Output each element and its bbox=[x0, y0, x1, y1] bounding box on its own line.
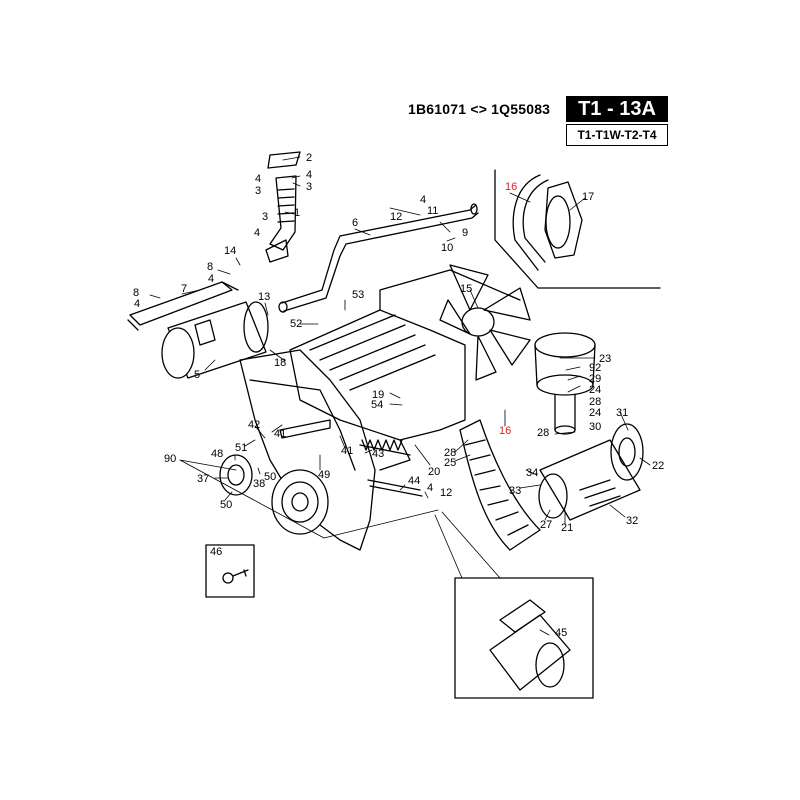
air-filter bbox=[534, 332, 596, 435]
callout-23: 23 bbox=[599, 353, 611, 365]
callout-4: 4 bbox=[254, 227, 260, 239]
callout-33: 33 bbox=[509, 485, 521, 497]
callout-11: 11 bbox=[427, 205, 438, 217]
callout-4: 4 bbox=[208, 273, 214, 285]
tensioner-parts bbox=[279, 419, 423, 497]
callout-16: 16 bbox=[505, 181, 517, 193]
intake-hose bbox=[459, 419, 541, 551]
callout-31: 31 bbox=[616, 407, 628, 419]
callout-15: 15 bbox=[460, 283, 472, 295]
callout-8: 8 bbox=[207, 261, 213, 273]
callout-45: 45 bbox=[555, 627, 567, 639]
callout-37: 37 bbox=[197, 473, 209, 485]
callout-3: 3 bbox=[255, 185, 261, 197]
callout-12: 12 bbox=[440, 487, 452, 499]
callout-30: 30 bbox=[589, 421, 601, 433]
callout-54: 54 bbox=[371, 399, 383, 411]
callout-4: 4 bbox=[427, 482, 433, 494]
cooling-fan bbox=[439, 264, 531, 381]
callout-38: 38 bbox=[253, 478, 265, 490]
muffler bbox=[161, 301, 269, 379]
callout-22: 22 bbox=[652, 460, 664, 472]
callout-20: 20 bbox=[428, 466, 440, 478]
callout-49: 49 bbox=[318, 469, 330, 481]
crank-pulleys bbox=[219, 454, 329, 535]
callout-21: 21 bbox=[561, 522, 573, 534]
callout-90: 90 bbox=[164, 453, 176, 465]
callout-3: 3 bbox=[306, 181, 312, 193]
callout-53: 53 bbox=[352, 289, 364, 301]
callout-4: 4 bbox=[420, 194, 426, 206]
pre-cleaner bbox=[538, 423, 644, 521]
callout-8: 8 bbox=[133, 287, 139, 299]
callout-41: 41 bbox=[341, 445, 353, 457]
callout-46: 46 bbox=[210, 546, 222, 558]
callout-17: 17 bbox=[582, 191, 594, 203]
callout-1: 1 bbox=[294, 207, 300, 219]
callout-43: 43 bbox=[372, 448, 384, 460]
serial-range: 1B61071 <> 1Q55083 bbox=[408, 101, 551, 117]
callout-10: 10 bbox=[441, 242, 453, 254]
callout-25: 25 bbox=[444, 457, 456, 469]
callout-16: 16 bbox=[499, 425, 511, 437]
callout-14: 14 bbox=[224, 245, 236, 257]
callout-24: 24 bbox=[589, 384, 601, 396]
callout-28: 28 bbox=[444, 447, 456, 459]
callout-52: 52 bbox=[290, 318, 302, 330]
callout-4: 4 bbox=[134, 298, 140, 310]
callout-4: 4 bbox=[255, 173, 261, 185]
callout-27: 27 bbox=[540, 519, 552, 531]
exhaust-elbow-pipe bbox=[265, 151, 301, 263]
page-code-badge: T1 - 13A bbox=[566, 96, 668, 122]
callout-3: 3 bbox=[262, 211, 268, 223]
callout-50: 50 bbox=[220, 499, 232, 511]
callout-18: 18 bbox=[274, 357, 286, 369]
model-list: T1-T1W-T2-T4 bbox=[566, 124, 668, 146]
callout-9: 9 bbox=[462, 227, 468, 239]
callout-28: 28 bbox=[589, 396, 601, 408]
callout-6: 6 bbox=[352, 217, 358, 229]
hose-clip-inset bbox=[494, 169, 661, 289]
callout-5: 5 bbox=[194, 369, 200, 381]
callout-13: 13 bbox=[258, 291, 270, 303]
callout-29: 29 bbox=[589, 373, 601, 385]
callout-12: 12 bbox=[390, 211, 402, 223]
callout-48: 48 bbox=[211, 448, 223, 460]
callout-28: 28 bbox=[537, 427, 549, 439]
callout-42: 42 bbox=[248, 419, 260, 431]
callout-24: 24 bbox=[589, 407, 601, 419]
callout-19: 19 bbox=[372, 389, 384, 401]
callout-34: 34 bbox=[526, 467, 538, 479]
callout-7: 7 bbox=[181, 283, 187, 295]
key-inset bbox=[205, 544, 255, 598]
callout-50: 50 bbox=[264, 471, 276, 483]
callout-4: 4 bbox=[306, 169, 312, 181]
callout-41: 41 bbox=[274, 428, 286, 440]
callout-44: 44 bbox=[408, 475, 420, 487]
exhaust-pipe bbox=[278, 203, 479, 313]
callout-32: 32 bbox=[626, 515, 638, 527]
timing-cover bbox=[239, 349, 376, 551]
callout-92: 92 bbox=[589, 362, 601, 374]
callout-2: 2 bbox=[306, 152, 312, 164]
engine-block bbox=[289, 269, 521, 471]
heat-shield bbox=[127, 281, 239, 331]
callout-51: 51 bbox=[235, 442, 247, 454]
starter-inset bbox=[454, 577, 594, 699]
